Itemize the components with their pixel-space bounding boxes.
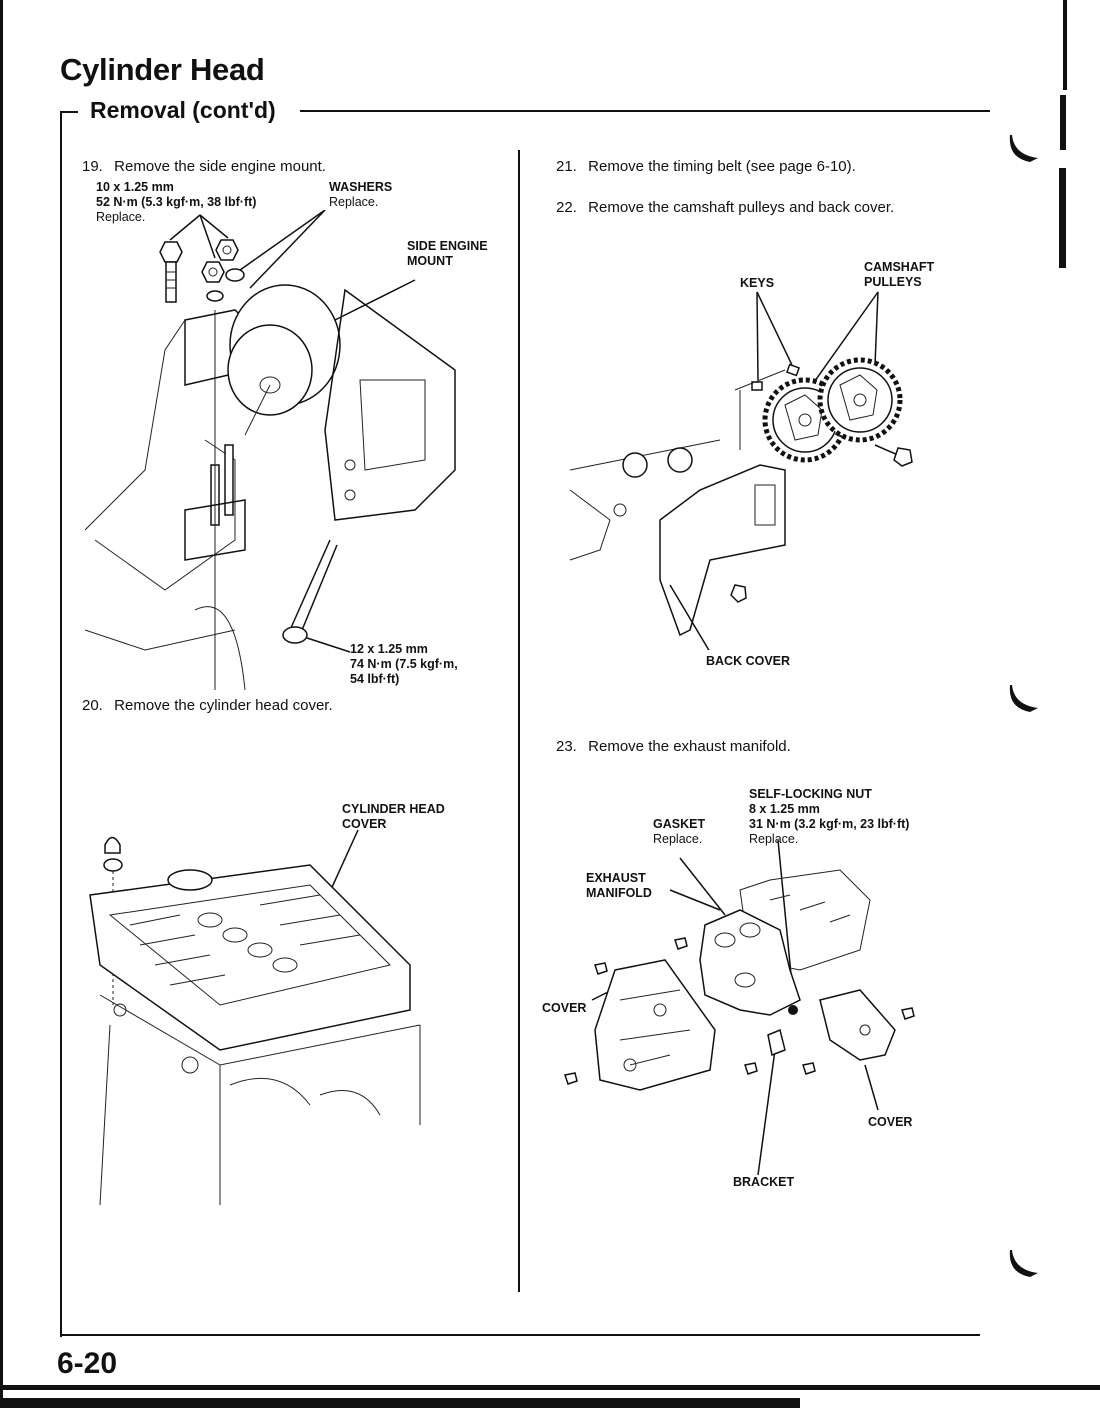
page-number: 6-20 (57, 1347, 118, 1380)
leader-arrow (756, 291, 793, 366)
column-divider (518, 150, 520, 1292)
bolt-icon (564, 1072, 578, 1085)
step-19: 19. Remove the side engine mount. (82, 158, 326, 175)
nut-icon (201, 261, 225, 283)
keys-label: KEYS (740, 276, 775, 290)
through-bolt-head (282, 626, 308, 644)
leader-arrow (679, 857, 726, 916)
side-engine-mount-illustration (85, 210, 456, 691)
side-engine-mount-label: SIDE ENGINE MOUNT (407, 239, 488, 268)
bolt-icon (674, 937, 688, 950)
bolt-spec-label: 10 x 1.25 mm 52 N·m (5.3 kgf·m, 38 lbf·f… (96, 180, 257, 224)
bolt-icon (744, 1062, 758, 1075)
step-22: 22. Remove the camshaft pulleys and back… (556, 199, 894, 216)
scan-corner-mark (1009, 1250, 1038, 1277)
gasket-label: GASKET Replace. (653, 817, 706, 846)
seal-washer-icon (103, 858, 123, 872)
back-cover-bolt-icon (730, 584, 747, 603)
scan-bottom-edge (0, 1398, 800, 1408)
step-23: 23. Remove the exhaust manifold. (556, 738, 791, 755)
exhaust-manifold-illustration (564, 840, 915, 1176)
step-21: 21. Remove the timing belt (see page 6-1… (556, 158, 856, 175)
step-text: Remove the timing belt (see page 6-10). (588, 158, 856, 175)
washer-icon (225, 268, 245, 282)
right-heat-cover (819, 989, 896, 1061)
step-20: 20. Remove the cylinder head cover. (82, 697, 333, 714)
section-rule-corner (60, 111, 78, 113)
step-text: Remove the side engine mount. (114, 158, 326, 175)
leader-arrow (199, 214, 216, 259)
bolt-icon (594, 962, 608, 975)
cover-left-label: COVER (542, 1001, 587, 1015)
leader-arrow (811, 291, 879, 386)
section-subtitle: Removal (cont'd) (90, 97, 276, 123)
back-cover-label: BACK COVER (706, 654, 791, 668)
leader-arrow (874, 291, 879, 366)
leader-arrow (239, 210, 326, 271)
scan-binding-mark (1063, 0, 1067, 90)
scan-left-edge (0, 0, 3, 1408)
step-number: 20. (82, 697, 103, 714)
washer-icon (206, 290, 224, 302)
through-bolt-label: 12 x 1.25 mm 74 N·m (7.5 kgf·m, 54 lbf·f… (350, 642, 458, 686)
scan-corner-mark (1009, 685, 1038, 712)
washers-label: WASHERS Replace. (329, 180, 393, 209)
scan-bottom-edge (0, 1385, 1100, 1390)
step-number: 22. (556, 199, 577, 216)
exhaust-manifold-label: EXHAUST MANIFOLD (586, 871, 652, 900)
step-number: 19. (82, 158, 103, 175)
leader-arrow (199, 214, 229, 239)
self-locking-nut-label: SELF-LOCKING NUT 8 x 1.25 mm 31 N·m (3.2… (749, 787, 910, 846)
bolt-icon (802, 1062, 816, 1075)
key-icon (751, 381, 763, 391)
bracket-label: BRACKET (733, 1175, 795, 1189)
bolt-icon (901, 1007, 915, 1020)
leader-arrow (669, 889, 721, 911)
cap-nut-icon (104, 836, 121, 854)
leader-arrow (864, 1064, 879, 1111)
leader-arrow (756, 291, 759, 381)
leader-arrow (169, 214, 201, 241)
leader-arrow (306, 637, 351, 653)
cover-right-label: COVER (868, 1115, 913, 1129)
section-rule-top (300, 110, 990, 112)
back-cover-shape (659, 464, 786, 637)
page-title: Cylinder Head (60, 52, 265, 87)
step-text: Remove the exhaust manifold. (588, 738, 791, 755)
key-icon (785, 363, 801, 377)
oil-filler-cap (167, 869, 213, 891)
leader-arrow (757, 1049, 776, 1176)
leader-arrow (334, 279, 416, 321)
flange-bolt-icon (159, 241, 183, 303)
step-number: 23. (556, 738, 577, 755)
cylinder-head-cover-illustration (89, 829, 421, 1206)
scan-corner-mark (1009, 135, 1038, 162)
nut-icon (215, 239, 239, 261)
scan-binding-mark (1059, 168, 1066, 268)
step-number: 21. (556, 158, 577, 175)
bottom-rule (60, 1334, 980, 1336)
camshaft-pulleys-illustration (569, 291, 913, 650)
pulley-bolt-icon (874, 444, 913, 467)
section-rule-left (60, 112, 62, 1337)
scan-binding-mark (1060, 95, 1066, 150)
leader-arrow (669, 584, 710, 650)
step-text: Remove the cylinder head cover. (114, 697, 333, 714)
cylinder-head-cover-label: CYLINDER HEAD COVER (342, 802, 445, 831)
camshaft-pulley-right (817, 357, 903, 443)
leader-arrow (249, 210, 326, 289)
camshaft-pulleys-label: CAMSHAFT PULLEYS (864, 260, 935, 289)
step-text: Remove the camshaft pulleys and back cov… (588, 199, 895, 216)
bracket-shape (767, 1028, 786, 1057)
manifold-shape (699, 909, 801, 1016)
left-heat-cover (594, 959, 716, 1091)
self-locking-nut-icon (788, 1005, 798, 1015)
